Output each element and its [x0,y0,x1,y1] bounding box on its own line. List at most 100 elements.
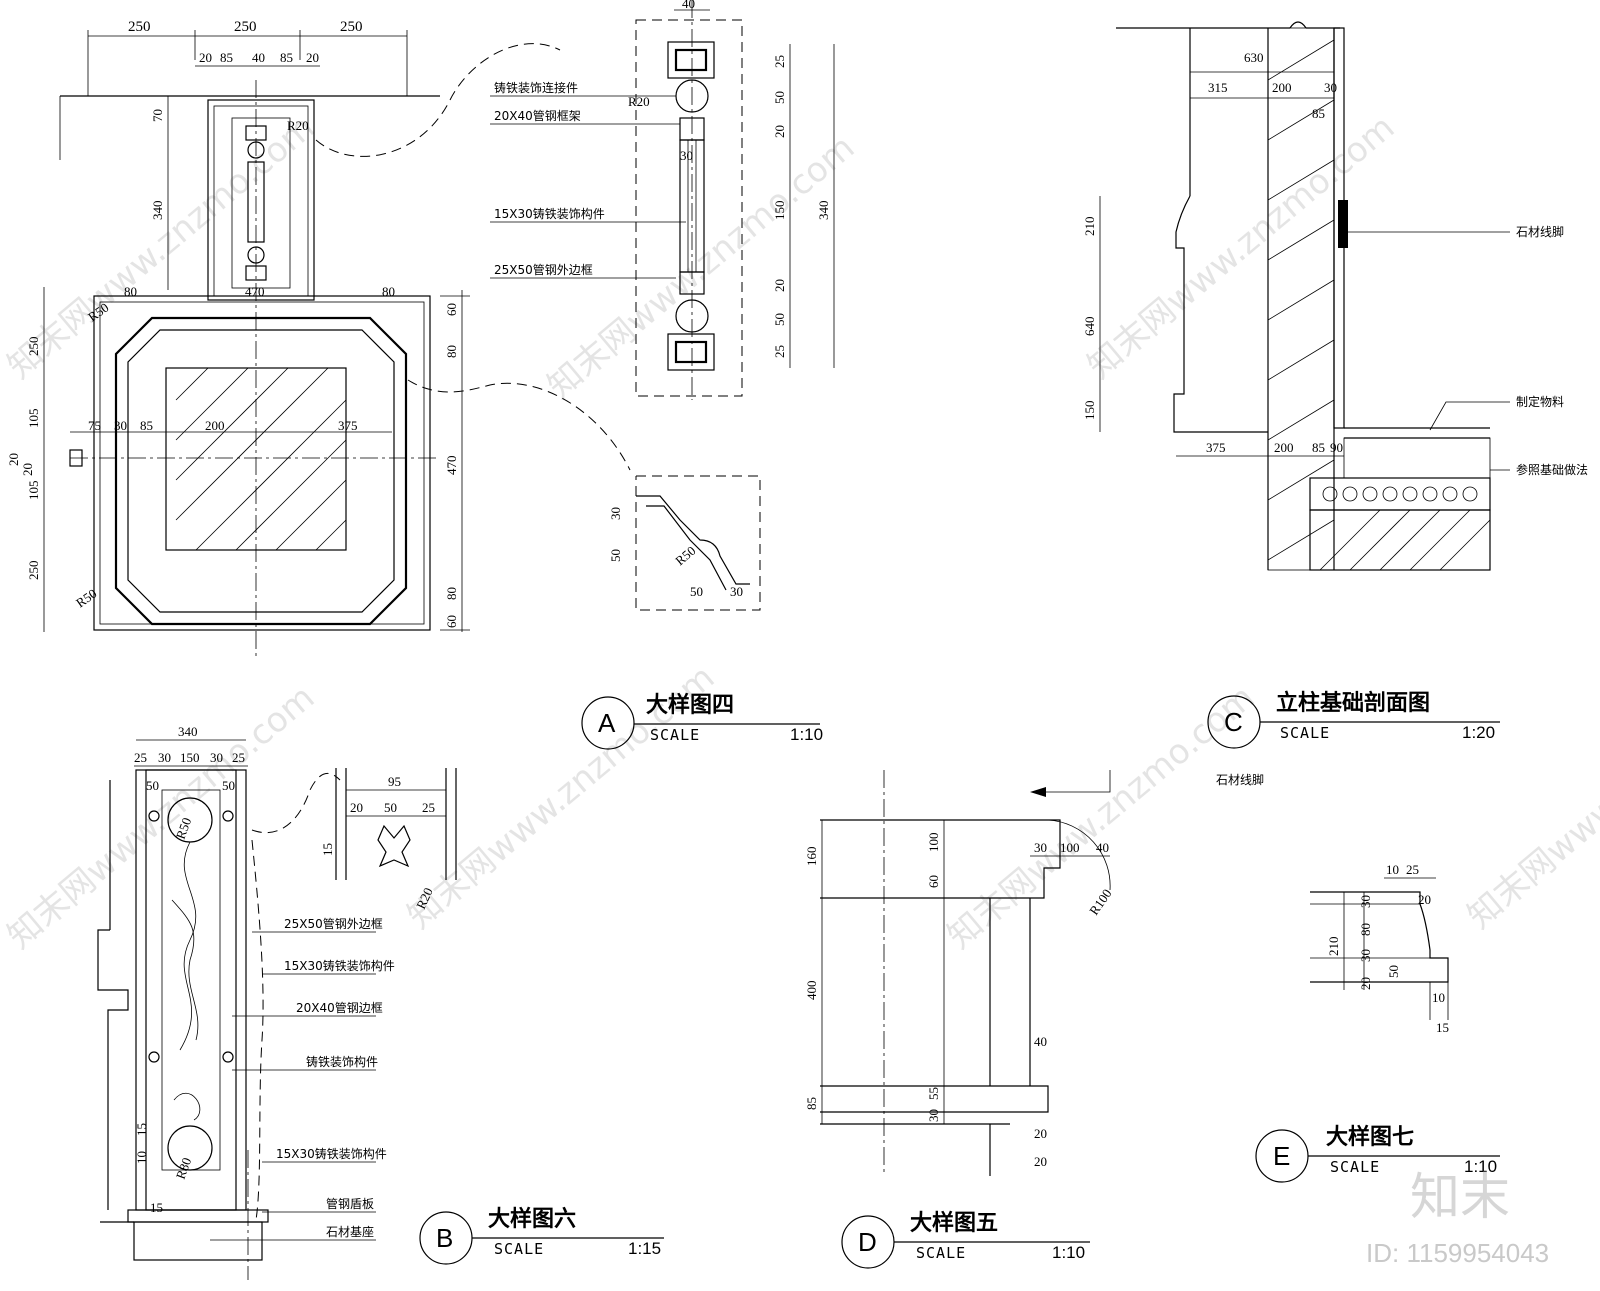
detail-title: 大样图五 [910,1210,998,1236]
dim-left: 105 [26,481,41,501]
detail-title: 立柱基础剖面图 [1276,690,1430,716]
e-dim: 30 [1358,895,1373,908]
d-dim: 100 [1060,840,1080,855]
c-dim: 30 [1324,80,1337,95]
dim-left: 250 [26,337,41,357]
watermark-text: 知末网www.znzmo.com [1080,107,1402,386]
d-dim: 60 [926,875,941,888]
title-block-c: C 立柱基础剖面图 SCALE 1:20 [1207,690,1500,749]
detail-title: 大样图六 [488,1206,576,1232]
dim-right: 60 [444,303,459,316]
b-sub-dim: 15 [320,843,335,856]
d2-dim: 30 [608,507,623,520]
c-dim: 640 [1082,317,1097,337]
dim-left-cap: 70 [150,109,165,122]
d1-note: 铸铁装饰连接件 [494,80,578,95]
dim-top: 250 [340,19,363,35]
d1-dim: 40 [682,0,695,11]
title-block-a: A 大样图四 SCALE 1:10 [581,692,823,750]
d-dim: 30 [1034,840,1047,855]
b-note: 管钢盾板 [326,1196,374,1211]
title-block-e: E 大样图七 SCALE 1:10 [1255,1124,1500,1183]
e-dim: 10 [1386,862,1399,877]
d1-dim: R20 [628,94,650,109]
d2-dim: 50 [690,584,703,599]
dim-cap: 20 [199,50,212,65]
c-dim: 85 [1312,106,1325,121]
dim-left: 250 [26,561,41,581]
c-dim: 150 [1082,401,1097,421]
c-dim: 200 [1274,440,1294,455]
dim-cap-width: 470 [245,284,265,299]
b-dim: 50 [222,778,235,793]
c-dim: 315 [1208,80,1228,95]
d1-dim: 20 [772,125,787,138]
c-dim: 200 [1272,80,1292,95]
c-note: 石材线脚 [1516,224,1564,239]
dim-top: 250 [234,19,257,35]
detail-bubble: A [598,708,616,738]
d1-note: 20X40管钢框架 [494,108,581,123]
b-dim: R80 [173,1156,195,1181]
scale-label: SCALE [916,1244,966,1262]
b-dim: 25 [134,750,147,765]
watermark-id: ID: 1159954043 [1366,1238,1549,1268]
c-dim: 375 [1206,440,1226,455]
d-dim: 100 [926,833,941,853]
scale-label: SCALE [650,726,700,744]
dim-right: 80 [444,587,459,600]
dim-radius: R50 [73,586,99,611]
dim-right: 470 [444,456,459,476]
b-sub-dim: 95 [388,774,401,789]
b-dim: R50 [173,816,195,841]
dim-inner: 375 [338,418,358,433]
watermark-text: 知末网www.znzmo.com [0,677,322,956]
d1-dim: 20 [772,279,787,292]
dim-right: 80 [444,345,459,358]
dim-left: 20 [6,453,21,466]
d1-dim: 50 [772,313,787,326]
d1-dim: 30 [680,148,693,163]
watermark-text: 知末网www.znzmo.com [0,107,322,386]
e-dim: 210 [1326,937,1341,957]
scale-ratio: 1:15 [628,1239,661,1258]
b-sub-dim: 25 [422,800,435,815]
scale-label: SCALE [494,1240,544,1258]
detail-title: 大样图七 [1326,1124,1414,1150]
b-dim: 15 [134,1123,149,1136]
d-note: 石材线脚 [1216,772,1264,787]
dim-inner: 30 [114,418,127,433]
scale-label: SCALE [1280,724,1330,742]
d1-dim: 50 [772,91,787,104]
dim-left: 105 [26,409,41,429]
detail-b-elevation: 340 25 30 150 30 25 50 50 R50 R80 10 15 [97,724,457,1280]
detail-c-section: 630 315 200 30 85 210 640 150 375 200 85… [1082,21,1588,571]
c-dim: 90 [1330,440,1343,455]
d-dim: 55 [926,1087,941,1100]
scale-ratio: 1:20 [1462,723,1495,742]
c-dim: 630 [1244,50,1264,65]
watermark-text: 知末网www.znzmo.com [1460,657,1600,936]
dim-cap: 40 [252,50,265,65]
b-dim: 50 [146,778,159,793]
e-dim: 25 [1406,862,1419,877]
b-note: 石材基座 [326,1224,374,1239]
watermark-text: 知末网www.znzmo.com [940,677,1262,956]
d-dim: R100 [1086,886,1114,918]
detail-d-section: 石材线脚 160 400 85 100 60 55 30 30 100 40 R… [804,770,1264,1176]
scale-ratio: 1:10 [1464,1157,1497,1176]
dim-cap: 20 [306,50,319,65]
dim-inner: 75 [88,418,101,433]
dim-cap: 85 [280,50,293,65]
b-dim: 30 [158,750,171,765]
b-dim: 30 [210,750,223,765]
c-dim: 210 [1082,217,1097,237]
d1-dim: 150 [772,201,787,221]
b-note: 15X30铸铁装饰构件 [276,1146,387,1161]
d-dim: 20 [1034,1126,1047,1141]
b-sub-dim: 50 [384,800,397,815]
watermark-logo: 知末 [1410,1168,1510,1226]
dim-corner: 80 [124,284,137,299]
b-dim: 150 [180,750,200,765]
d1-dim: 25 [772,345,787,358]
